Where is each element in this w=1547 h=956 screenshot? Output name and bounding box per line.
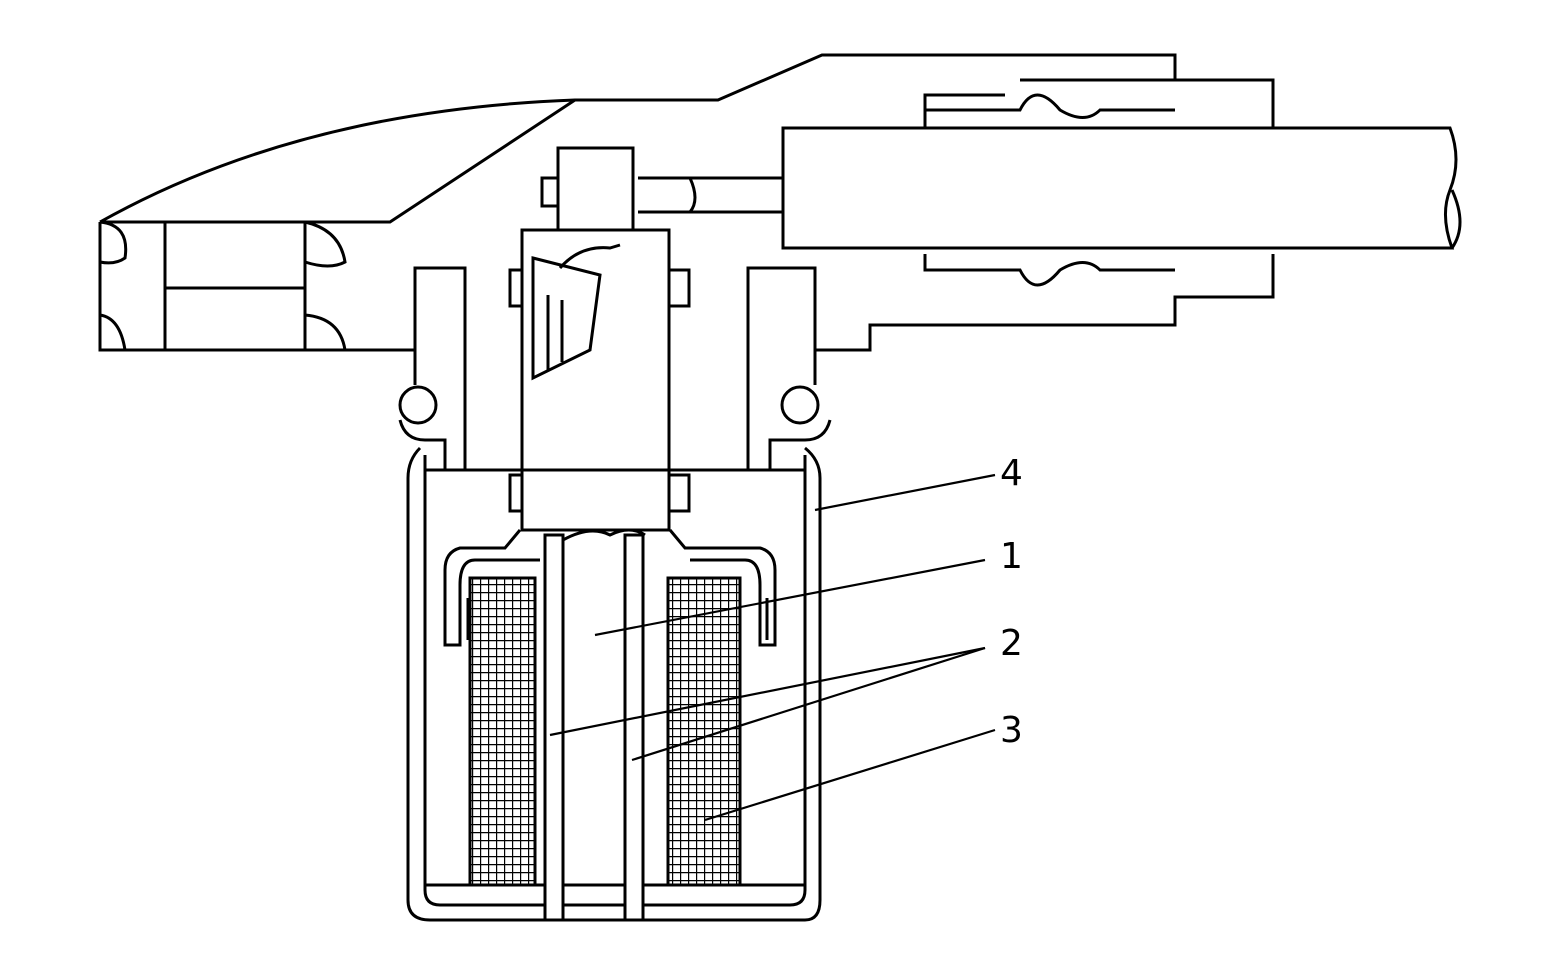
- cable: [638, 126, 1462, 250]
- callout-2-label: 2: [1000, 623, 1023, 664]
- callout-3-leader: [704, 728, 996, 822]
- terminal-block: [508, 146, 691, 532]
- callout-4-leader: [814, 473, 996, 512]
- callout-1-label: 1: [1000, 536, 1023, 577]
- callouts: 4 1 2 3: [549, 453, 1023, 822]
- coil-bobbin: [443, 529, 777, 647]
- callout-4-label: 4: [1000, 453, 1023, 494]
- callout-1-leader: [594, 558, 986, 637]
- mounting-flange: [98, 53, 1275, 470]
- coil-windings: [468, 576, 742, 887]
- callout-2-leader-a: [549, 646, 986, 737]
- callout-3-label: 3: [1000, 710, 1023, 751]
- o-rings: [398, 350, 832, 470]
- pole-pieces: [543, 533, 645, 922]
- callout-2-leader-b: [631, 646, 986, 762]
